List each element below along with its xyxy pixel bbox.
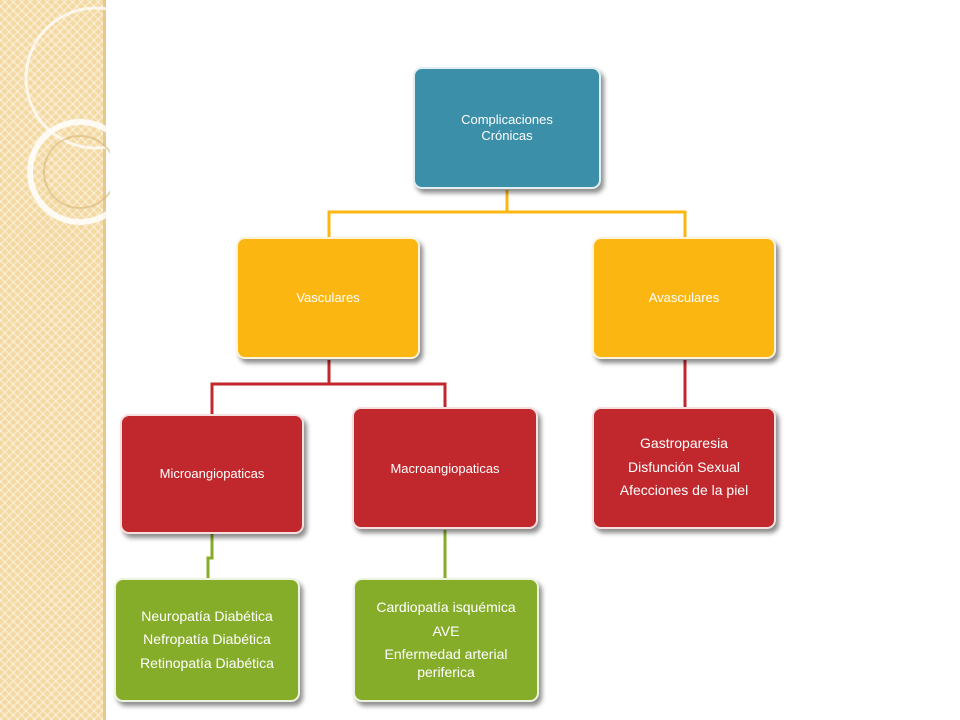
avasculares-item: Gastroparesia bbox=[640, 435, 728, 451]
macroangiopaticas-items-node: Cardiopatía isquémica AVE Enfermedad art… bbox=[353, 578, 539, 702]
macro-item: AVE bbox=[432, 622, 460, 639]
micro-item: Nefropatía Diabética bbox=[143, 631, 271, 648]
connector-vasculares-macro bbox=[327, 360, 447, 408]
decorative-circles bbox=[24, 6, 110, 225]
vasculares-node: Vasculares bbox=[236, 237, 420, 359]
micro-item: Neuropatía Diabética bbox=[141, 607, 273, 624]
macroangiopaticas-node: Macroangiopaticas bbox=[352, 407, 538, 529]
macro-item: Cardiopatía isquémica bbox=[376, 599, 516, 615]
microangiopaticas-node: Microangiopaticas bbox=[120, 414, 304, 534]
microangiopaticas-label: Microangiopaticas bbox=[159, 465, 265, 481]
root-node: Complicaciones Crónicas bbox=[413, 67, 601, 189]
root-node-line: Crónicas bbox=[481, 128, 533, 143]
macro-item: Enfermedad arterial bbox=[384, 646, 508, 662]
connector-root-avasculares bbox=[505, 190, 687, 238]
macro-item: periferica bbox=[417, 663, 475, 680]
avasculares-label: Avasculares bbox=[648, 289, 720, 305]
microangiopaticas-items-node: Neuropatía Diabética Nefropatía Diabétic… bbox=[114, 578, 300, 702]
macroangiopaticas-label: Macroangiopaticas bbox=[390, 461, 500, 476]
root-node-line: Complicaciones bbox=[461, 111, 553, 127]
avasculares-item: Afecciones de la piel bbox=[619, 482, 749, 498]
avasculares-node: Avasculares bbox=[592, 237, 776, 359]
connector-vasculares-micro bbox=[210, 360, 331, 415]
vasculares-label: Vasculares bbox=[296, 289, 360, 305]
avasculares-items-node: Gastroparesia Disfunción Sexual Afeccion… bbox=[592, 407, 776, 529]
connector-root-vasculares bbox=[327, 190, 509, 238]
micro-item: Retinopatía Diabética bbox=[140, 654, 274, 671]
connector-micro-items bbox=[206, 534, 214, 578]
avasculares-item: Disfunción Sexual bbox=[627, 458, 741, 475]
